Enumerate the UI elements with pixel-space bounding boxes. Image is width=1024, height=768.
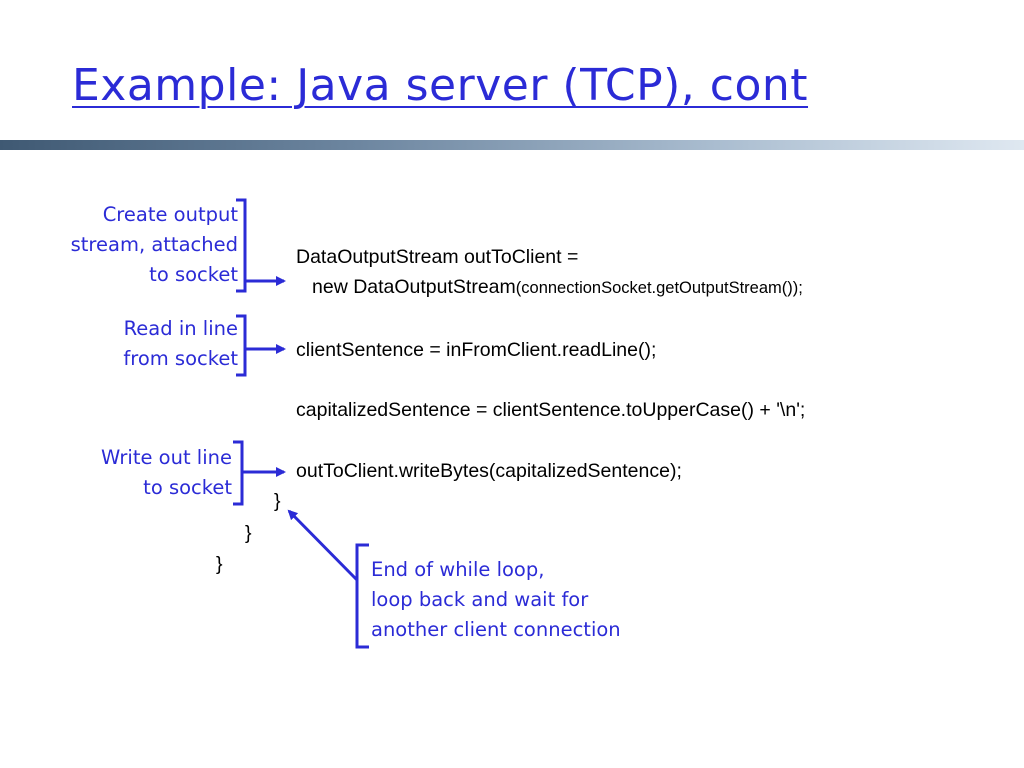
annotation-line: Create output xyxy=(102,203,238,226)
code-line-3: clientSentence = inFromClient.readLine()… xyxy=(296,339,657,361)
annotation-line: loop back and wait for xyxy=(371,588,589,611)
annotation-output-stream: Create output stream, attached to socket xyxy=(71,200,238,290)
bracket-output-stream xyxy=(236,198,247,293)
code-line-4: capitalizedSentence = clientSentence.toU… xyxy=(296,399,806,421)
bracket-read-line xyxy=(236,314,247,377)
title-divider-bar xyxy=(0,140,1024,150)
annotation-line: from socket xyxy=(123,347,238,370)
annotation-end-loop: End of while loop, loop back and wait fo… xyxy=(371,555,621,645)
bracket-write-line xyxy=(233,440,244,506)
bracket-end-loop xyxy=(355,543,369,649)
closing-brace-2: } xyxy=(245,522,252,544)
annotation-line: to socket xyxy=(149,263,238,286)
code-line-1: DataOutputStream outToClient = xyxy=(296,246,579,268)
closing-brace-3: } xyxy=(216,553,223,575)
closing-brace-1: } xyxy=(274,490,281,512)
annotation-line: to socket xyxy=(143,476,232,499)
code-line-2-main: new DataOutputStream xyxy=(312,276,516,298)
annotation-line: Write out line xyxy=(100,446,232,469)
code-line-5: outToClient.writeBytes(capitalizedSenten… xyxy=(296,460,682,482)
arrow-end-loop xyxy=(287,509,359,582)
annotation-read-line: Read in line from socket xyxy=(123,314,238,374)
annotation-line: another client connection xyxy=(371,618,621,641)
code-line-2: new DataOutputStream(connectionSocket.ge… xyxy=(312,276,803,299)
annotation-write-line: Write out line to socket xyxy=(101,443,232,503)
annotation-line: Read in line xyxy=(123,317,238,340)
code-line-2-args: (connectionSocket.getOutputStream()); xyxy=(515,279,803,297)
annotation-line: End of while loop, xyxy=(371,558,545,581)
slide-title: Example: Java server (TCP), cont xyxy=(72,60,809,111)
annotation-line: stream, attached xyxy=(70,233,238,256)
